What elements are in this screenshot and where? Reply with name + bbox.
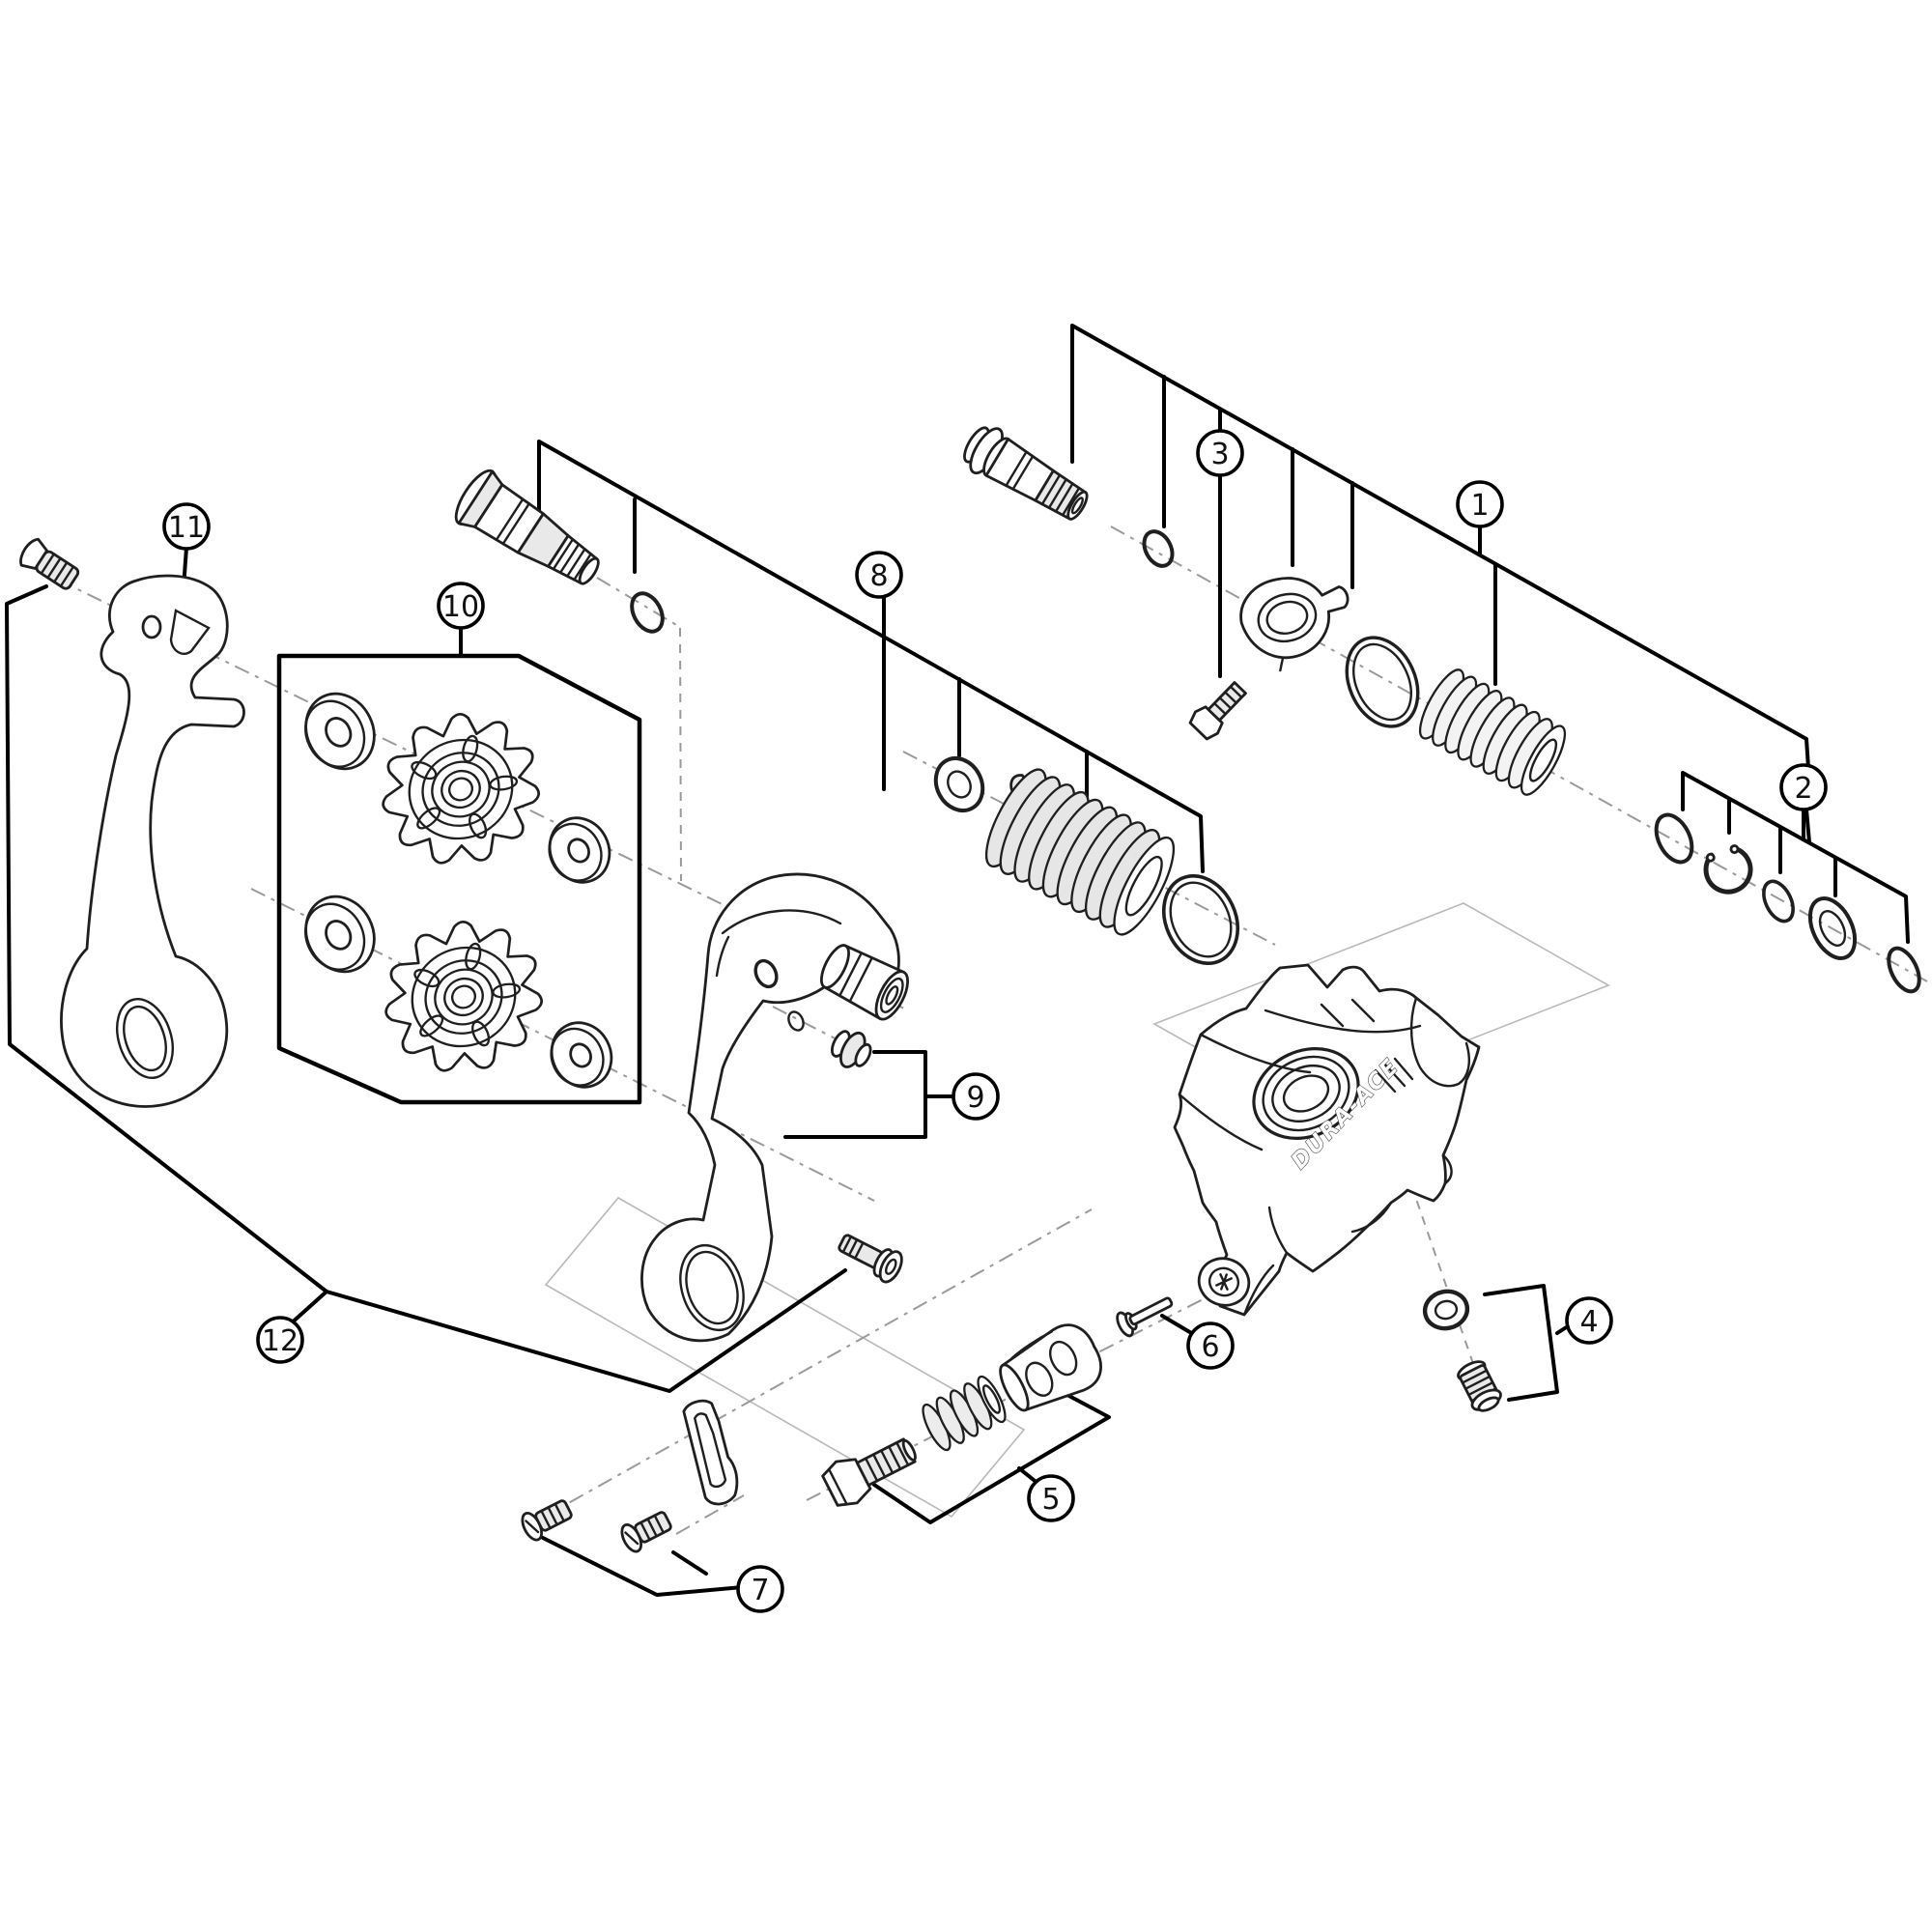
b-axle-oring <box>1142 529 1175 568</box>
p-tension-spring <box>984 768 1176 936</box>
b-tension-spring <box>1418 668 1567 796</box>
tension-pulley <box>384 920 543 1072</box>
stopper-screw-right <box>620 1511 672 1553</box>
callout-4: 4 <box>1565 1296 1613 1345</box>
plate-axle-oring <box>630 591 665 634</box>
stopper-screw-left <box>521 1499 573 1542</box>
b-adjust-bolt <box>1188 681 1247 741</box>
leader-lines <box>5 324 1910 1597</box>
b-seal-ring <box>1345 636 1420 728</box>
pulley-washer-lower-left <box>304 895 376 974</box>
stroke-adjust-pin <box>1116 1296 1174 1338</box>
pulley-washer-upper-right <box>548 816 611 884</box>
callout-number: 11 <box>168 511 205 545</box>
callout-number: 5 <box>1041 1483 1060 1517</box>
callout-9: 9 <box>952 1072 1000 1121</box>
cage-pivot-nut <box>831 1030 872 1068</box>
spring-washer <box>933 756 985 812</box>
movable-member <box>640 872 909 1343</box>
callout-number: 3 <box>1210 438 1229 471</box>
pulley-washer-upper-left <box>304 692 376 771</box>
assembly-axes <box>57 526 1928 1535</box>
b-axle-bolt <box>963 426 1089 521</box>
ring-set <box>1654 812 1921 994</box>
callout-number: 12 <box>262 1324 298 1358</box>
b-cam-plate <box>1239 577 1350 672</box>
callout-number: 2 <box>1794 772 1812 806</box>
cage-stopper-plate <box>682 1399 739 1506</box>
pulley-washer-lower-right <box>550 1021 613 1089</box>
seal-ring-large <box>1162 873 1239 966</box>
callout-number: 8 <box>869 559 888 593</box>
cable-anchor-bolt <box>821 1437 917 1507</box>
adjust-barrel <box>999 1323 1102 1412</box>
callout-number: 1 <box>1470 489 1489 523</box>
callout-number: 6 <box>1201 1330 1219 1364</box>
ghost-plane-cable <box>544 1196 1026 1519</box>
callout-11: 11 <box>162 502 211 551</box>
callout-8: 8 <box>855 551 903 599</box>
guide-pulley <box>382 712 540 865</box>
member-boss <box>820 944 909 1021</box>
callout-3: 3 <box>1196 429 1244 477</box>
plate-axle-bolt <box>454 469 600 585</box>
callout-number: 4 <box>1579 1305 1598 1339</box>
snap-ring <box>1703 844 1753 895</box>
derailleur-body: DURA-ACE <box>1173 963 1481 1317</box>
callout-2: 2 <box>1779 763 1828 811</box>
callout-10: 10 <box>437 582 485 630</box>
outer-plate <box>60 574 245 1108</box>
callout-5: 5 <box>1027 1474 1075 1522</box>
barrel-spring <box>922 1375 1007 1452</box>
callout-number: 9 <box>966 1081 984 1115</box>
callout-7: 7 <box>736 1565 784 1613</box>
threaded-plug <box>1457 1360 1502 1412</box>
callout-6: 6 <box>1186 1321 1235 1370</box>
group-box-pulleys <box>276 653 642 1105</box>
callout-number: 10 <box>442 590 479 624</box>
callout-12: 12 <box>256 1316 304 1364</box>
callout-number: 7 <box>751 1574 769 1607</box>
cage-stopper-bolt <box>838 1234 903 1284</box>
callout-1: 1 <box>1456 480 1504 528</box>
plate-screw <box>19 537 80 590</box>
grommet-washer <box>1422 1289 1470 1331</box>
